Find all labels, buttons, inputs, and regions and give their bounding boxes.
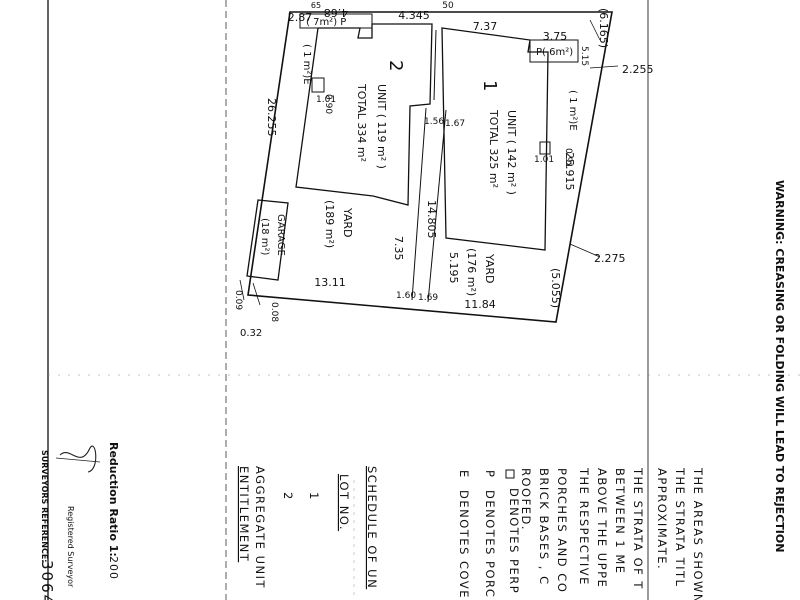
dim-2-255: 2.255 [622,63,654,76]
unit-2-yard-area: (189 m²) [323,200,336,248]
dim-1-69: 1.69 [418,293,438,303]
schedule-lot-1: 1 [307,492,321,501]
dim-5-15: 5.15 [579,46,589,66]
dim-1-67: 1.67 [445,119,465,129]
dim-0-32: 0.32 [240,328,262,339]
dim-11-84: 11.84 [464,298,496,311]
dim-5-195: 5.195 [447,252,460,284]
dim-0-90: 0.90 [323,94,333,114]
note-line-2: THE STRATA TITL [673,467,687,587]
note-line-10: ROOFED. [519,468,533,531]
dim-2-275: 2.275 [594,252,626,265]
schedule-lot-2: 2 [281,492,295,501]
dim-25-915: 25.915 [563,152,576,191]
dim-7-35: 7.35 [392,236,405,261]
dim-26-255: 26.255 [265,98,278,137]
note-line-4: THE STRATA OF T [631,467,645,590]
passage-strip [411,29,447,303]
unit-2-total-line: TOTAL 334 m² [355,83,368,162]
unit-2-enclosure: ( 1 m²)E [301,44,312,85]
note-line-5: BETWEEN 1 ME [613,468,627,575]
reduction-ratio-label: Reduction Ratio 1: [107,442,120,557]
unit-1-total-line: TOTAL 325 m² [487,109,500,188]
dim-1-01-b: 1.01 [534,155,554,165]
unit-1-yard-area: (176 m²) [465,248,478,296]
perpendicular-box-icon [505,469,515,479]
dim-0-09: 0.09 [233,290,243,310]
schedule-title: SCHEDULE OF UN [365,466,379,589]
surveyor-reference-value: 3064 [38,560,56,600]
aggregate-line-1: AGGREGATE UNIT [253,466,267,589]
schedule-lot-header: LOT NO. [337,474,351,531]
dim-50: 50 [442,1,454,11]
porch-boxes [299,13,579,63]
unit-1-area-line: UNIT ( 142 m² ) [505,110,518,195]
dimension-ticks [239,19,619,306]
dim-13-11: 13.11 [314,276,346,289]
dim-7-37: 7.37 [473,20,498,33]
garage-label: GARAGE [275,214,286,256]
dim-0-08: 0.08 [269,302,279,322]
warning-text: WARNING: CREASING OR FOLDING WILL LEAD T… [773,180,786,552]
dim-2-87: 2.87 [288,11,313,24]
dim-0-91: 0.91 [563,148,573,168]
aggregate-line-2: ENTITLEMENT [237,466,251,562]
legend-2-symbol: P [483,470,497,478]
note-line-7: THE RESPECTIVE [577,467,591,586]
legend-line-3: DENOTES COVE [457,490,471,599]
dim-14-805: 14.805 [425,200,438,239]
dim-1-60: 1.60 [396,291,416,301]
surveyor-signature [59,445,97,473]
dim-1-01-a: 1.01 [316,95,336,105]
note-line-8: PORCHES AND CO [555,468,569,593]
unit-2-area-line: UNIT ( 119 m² ) [375,84,388,169]
note-line-1: THE AREAS SHOWN [691,467,705,600]
unit-1-enclosure: ( 1 m²)E [567,90,578,131]
legend-3-symbol: E [457,470,471,479]
unit-1-number: 1 [479,80,500,91]
dim-3-75: 3.75 [543,30,568,43]
note-line-3: APPROXIMATE. [655,468,669,570]
garage-area: (18 m²) [259,218,270,256]
unit-1-porch: P( 6m²) [536,47,573,58]
surveyor-reference-label: SURVEYORS REFERENCE: [40,450,49,563]
legend-line-2: DENOTES PORC [483,490,497,598]
garage-outline [246,199,289,281]
legend-line-1: DENOTES PERP [507,488,521,594]
unit-2-number: 2 [385,60,406,71]
registered-surveyor-label: Registered Surveyor [66,506,75,588]
note-line-9: BRICK BASES , C [537,468,551,586]
enclosure-marks [311,77,551,155]
unit-2-porch: ( 7m²) P [306,17,346,28]
dim-65: 65 [311,1,321,10]
unit-2-outline [295,23,433,206]
dim-4-68: 4.68 [324,6,349,19]
dim-4-345: 4.345 [398,9,430,22]
signature-underline [55,457,101,463]
dim-1-56: 1.56 [424,117,444,127]
reduction-ratio-value: 200 [107,556,120,580]
note-line-6: ABOVE THE UPPE [595,468,609,588]
unit-2-yard: YARD [341,207,354,238]
unit-1-yard: YARD [483,253,496,284]
dim-6-165: (6.165) [597,8,610,48]
dim-5-055: (5.055) [549,268,562,308]
